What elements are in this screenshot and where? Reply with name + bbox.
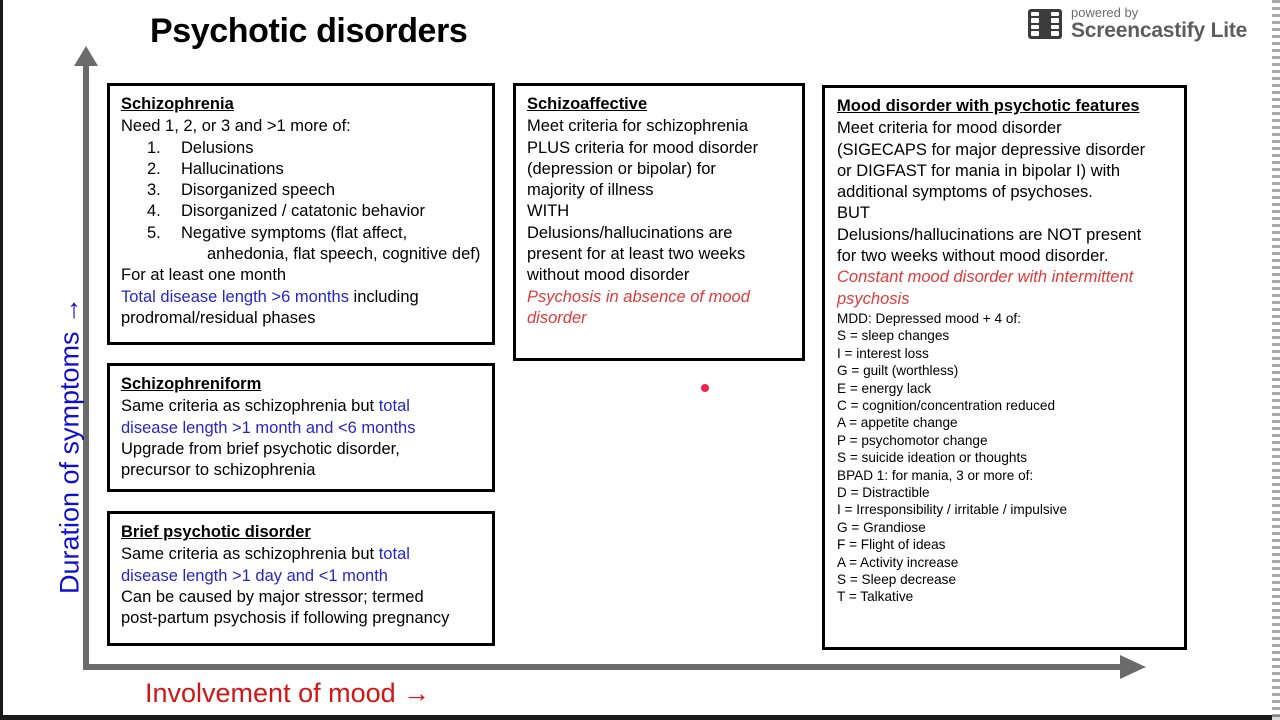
page-bottom-border [0, 715, 1280, 720]
card-mood-disorder-psychotic-features: Mood disorder with psychotic features Me… [822, 85, 1187, 650]
card-schizoaffective-line: Delusions/hallucinations are [527, 223, 733, 242]
card-mood-line: Meet criteria for mood disorder [837, 119, 1062, 138]
cursor-dot [701, 384, 709, 392]
card-schizoaffective-line: without mood disorder [527, 266, 690, 285]
filmstrip-icon [1028, 8, 1062, 39]
card-schizophreniform-line1: Same criteria as schizophrenia but total [121, 397, 410, 416]
card-mood-line: or DIGFAST for mania in bipolar I) with [837, 161, 1121, 180]
card-mood-line: for two weeks without mood disorder. [837, 247, 1109, 266]
card-schizoaffective-emphasis: Psychosis in absence of mood [527, 287, 750, 306]
criterion-item: 3.Disorganized speech [147, 181, 336, 200]
card-schizophreniform-line2: disease length >1 month and <6 months [121, 418, 416, 437]
y-axis-arrowhead-icon [74, 46, 98, 66]
card-schizophrenia-total-length: Total disease length >6 months including [121, 287, 419, 306]
card-brief-psychotic-line2: disease length >1 day and <1 month [121, 566, 388, 585]
sigecaps-item: E = energy lack [837, 380, 932, 396]
page-title: Psychotic disorders [150, 12, 468, 50]
sigecaps-item: S = sleep changes [837, 328, 950, 344]
card-schizophreniform-line4: precursor to schizophrenia [121, 461, 316, 480]
card-mood-line: additional symptoms of psychoses. [837, 183, 1093, 202]
card-schizoaffective-line: Meet criteria for schizophrenia [527, 117, 749, 136]
sigecaps-item: S = suicide ideation or thoughts [837, 450, 1028, 466]
criterion-item: 4.Disorganized / catatonic behavior [147, 202, 425, 221]
sigecaps-heading: MDD: Depressed mood + 4 of: [837, 310, 1021, 326]
card-brief-psychotic-line3: Can be caused by major stressor; termed [121, 587, 424, 606]
criterion-item: 5.Negative symptoms (flat affect, [147, 223, 408, 242]
sigecaps-mnemonic: MDD: Depressed mood + 4 of: S = sleep ch… [837, 310, 1176, 467]
x-axis-arrowhead-icon [1120, 655, 1146, 679]
card-mood-line: Delusions/hallucinations are NOT present [837, 225, 1142, 244]
card-schizoaffective-line: present for at least two weeks [527, 245, 746, 264]
digfast-heading: BPAD 1: for mania, 3 or more of: [837, 467, 1034, 483]
digfast-item: G = Grandiose [837, 519, 926, 535]
page-left-border [0, 0, 3, 720]
card-mood-line: BUT [837, 204, 870, 223]
sigecaps-item: A = appetite change [837, 415, 958, 431]
card-mood-emphasis: Constant mood disorder with intermittent [837, 268, 1134, 287]
criterion-item: 1.Delusions [147, 138, 254, 157]
card-brief-psychotic-line4: post-partum psychosis if following pregn… [121, 609, 450, 628]
card-schizophrenia-duration: For at least one month [121, 266, 287, 285]
x-axis-label: Involvement of mood → [145, 678, 431, 708]
sigecaps-item: P = psychomotor change [837, 432, 988, 448]
card-schizoaffective: Schizoaffective Meet criteria for schizo… [513, 83, 805, 361]
card-schizophrenia: Schizophrenia Need 1, 2, or 3 and >1 mor… [107, 83, 495, 345]
card-mood-title: Mood disorder with psychotic features [837, 97, 1140, 115]
card-schizophreniform-title: Schizophreniform [121, 375, 262, 393]
card-schizoaffective-line: PLUS criteria for mood disorder [527, 138, 759, 157]
card-brief-psychotic-title: Brief psychotic disorder [121, 523, 311, 541]
digfast-mnemonic: BPAD 1: for mania, 3 or more of: D = Dis… [837, 467, 1176, 606]
card-schizophrenia-title: Schizophrenia [121, 95, 234, 113]
card-schizoaffective-line: WITH [527, 202, 570, 221]
digfast-item: D = Distractible [837, 485, 930, 501]
criterion-continuation: anhedonia, flat speech, cognitive def) [207, 245, 481, 264]
watermark-text: powered by Screencastify Lite [1071, 6, 1247, 42]
card-schizoaffective-line: (depression or bipolar) for [527, 159, 716, 178]
x-axis-line [83, 664, 1123, 670]
digfast-item: F = Flight of ideas [837, 537, 946, 553]
card-schizophrenia-tail: prodromal/residual phases [121, 308, 316, 327]
card-schizoaffective-emphasis: disorder [527, 308, 587, 327]
sigecaps-item: I = interest loss [837, 345, 929, 361]
digfast-item: A = Activity increase [837, 554, 959, 570]
card-mood-emphasis: psychosis [837, 289, 910, 308]
digfast-item: I = Irresponsibility / irritable / impul… [837, 502, 1068, 518]
sigecaps-item: G = guilt (worthless) [837, 363, 959, 379]
card-schizophreniform-line3: Upgrade from brief psychotic disorder, [121, 439, 400, 458]
card-brief-psychotic-line1: Same criteria as schizophrenia but total [121, 545, 410, 564]
card-brief-psychotic-disorder: Brief psychotic disorder Same criteria a… [107, 511, 495, 646]
page-right-scrollbar-artifact [1272, 0, 1280, 720]
card-schizoaffective-title: Schizoaffective [527, 95, 648, 113]
y-axis-line [83, 62, 89, 670]
card-schizoaffective-line: majority of illness [527, 181, 654, 200]
card-schizophreniform: Schizophreniform Same criteria as schizo… [107, 363, 495, 492]
watermark-powered-by: powered by [1071, 5, 1139, 20]
digfast-item: T = Talkative [837, 589, 914, 605]
card-schizophrenia-intro: Need 1, 2, or 3 and >1 more of: [121, 117, 351, 136]
criterion-item: 2.Hallucinations [147, 159, 284, 178]
screencastify-watermark: powered by Screencastify Lite [1028, 6, 1247, 42]
watermark-brand: Screencastify Lite [1071, 18, 1248, 42]
card-mood-line: (SIGECAPS for major depressive disorder [837, 140, 1146, 159]
sigecaps-item: C = cognition/concentration reduced [837, 398, 1056, 413]
y-axis-label: Duration of symptoms → [54, 296, 85, 595]
digfast-item: S = Sleep decrease [837, 572, 957, 588]
